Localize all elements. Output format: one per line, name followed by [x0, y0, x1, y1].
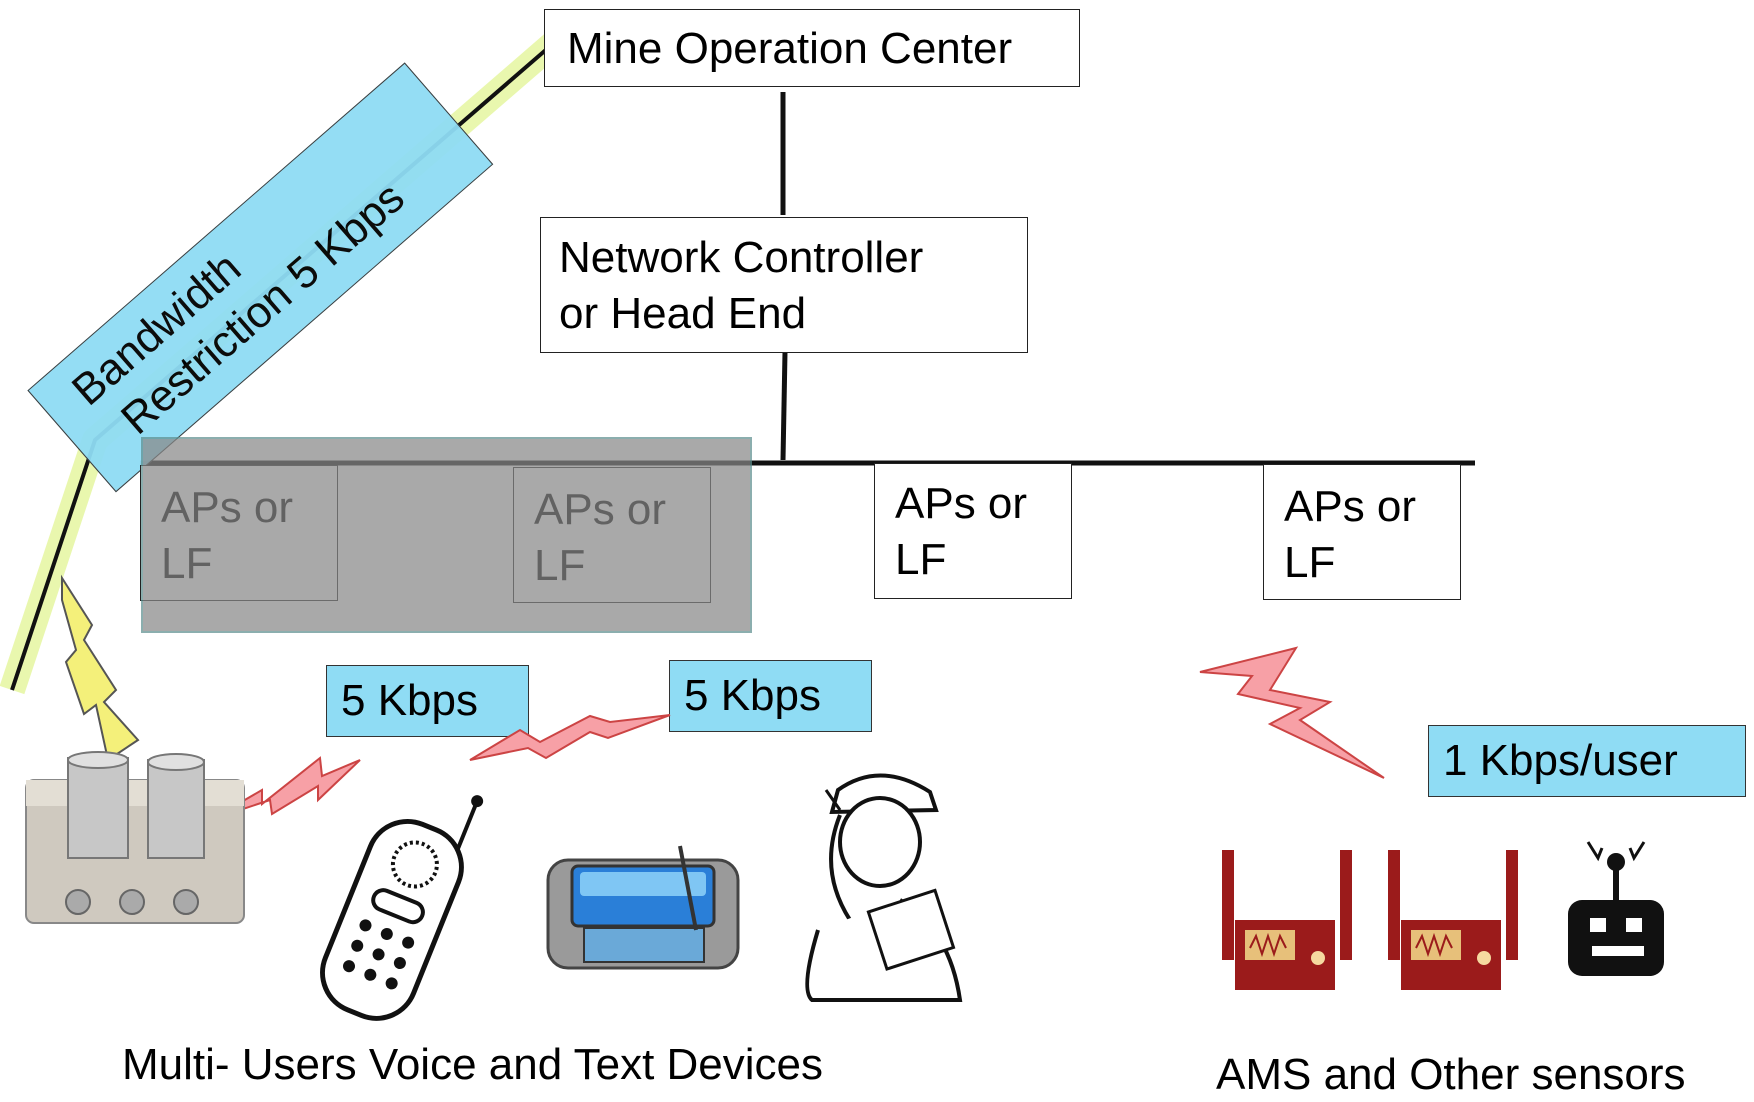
text-device-icon — [546, 845, 740, 970]
ams-sensors-caption: AMS and Other sensors — [1216, 1050, 1686, 1099]
sensor-radio-icon-2 — [1388, 850, 1518, 990]
ap-label-4: APs or LF — [1284, 482, 1417, 587]
lightning-red-icon-1 — [209, 756, 361, 821]
network-controller-label-line2: or Head End — [559, 289, 807, 338]
mine-operation-center-box: Mine Operation Center — [544, 9, 1080, 87]
handheld-phone-icon — [320, 795, 484, 1021]
lf-transceiver-icon — [25, 751, 245, 924]
ap-label-3: APs or LF — [895, 479, 1028, 584]
miner-worker-icon — [805, 773, 963, 1002]
network-controller-box: Network Controller or Head End — [540, 217, 1028, 353]
lightning-red-icon-3 — [1199, 646, 1385, 779]
lightning-yellow-icon — [61, 574, 140, 762]
ap-box-4: APs or LF — [1263, 464, 1461, 600]
sensor-radio-icon-1 — [1222, 850, 1352, 990]
controller-to-bus-line — [780, 351, 788, 461]
ap-box-3: APs or LF — [874, 463, 1072, 599]
voice-text-devices-caption: Multi- Users Voice and Text Devices — [122, 1040, 824, 1089]
rate-label-left: 5 Kbps — [326, 665, 529, 737]
robot-sensor-icon — [1568, 841, 1664, 976]
rate-label-sensors: 1 Kbps/user — [1428, 725, 1746, 797]
network-controller-label-line1: Network Controller — [559, 233, 924, 282]
rate-label-right: 5 Kbps — [669, 660, 872, 732]
mine-operation-center-label: Mine Operation Center — [567, 24, 1013, 73]
lightning-red-icon-2 — [469, 714, 671, 761]
restricted-zone-overlay — [141, 437, 752, 633]
